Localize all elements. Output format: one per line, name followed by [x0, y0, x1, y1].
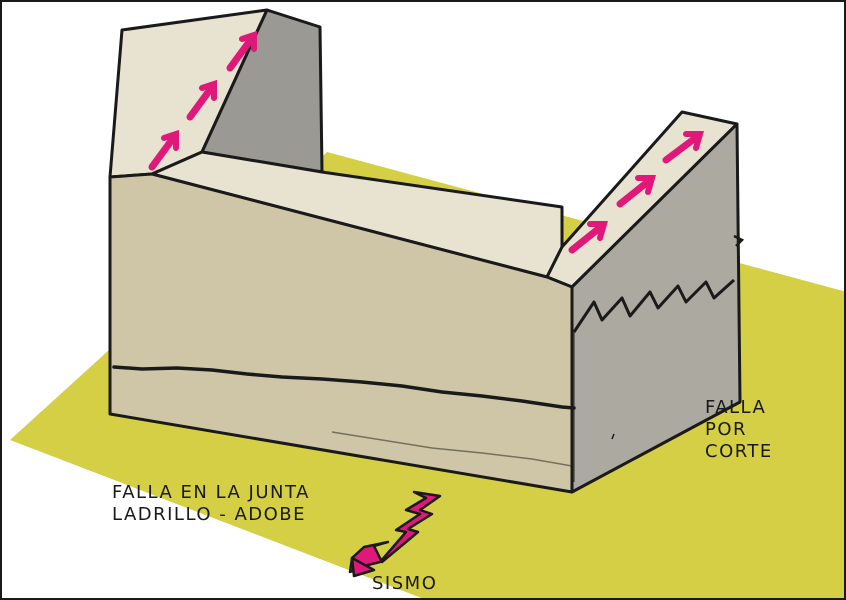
joint-crack-front — [112, 365, 576, 410]
direction-arrow-icon — [226, 30, 257, 72]
shear-crack — [572, 278, 736, 333]
seismic-label: SISMO — [372, 573, 438, 594]
side-hairline — [611, 433, 615, 440]
direction-arrow-icon — [148, 129, 179, 171]
shear-failure-line-1: FALLA — [705, 397, 767, 418]
joint-failure-label: FALLA EN LA JUNTA LADRILLO - ADOBE — [112, 482, 310, 526]
joint-failure-line-2: LADRILLO - ADOBE — [112, 504, 307, 525]
direction-arrow-icon — [616, 175, 656, 208]
shear-failure-label: FALLA POR CORTE — [705, 397, 773, 463]
joint-crack-front-lower — [331, 431, 573, 467]
direction-arrow-icon — [568, 221, 608, 254]
joint-failure-line-1: FALLA EN LA JUNTA — [112, 482, 310, 503]
direction-arrow-icon — [186, 79, 217, 121]
seismic-arrow-icon — [348, 490, 442, 578]
shear-failure-line-3: CORTE — [705, 441, 773, 462]
edge-notch — [733, 234, 745, 247]
front-face — [108, 172, 574, 494]
shear-failure-line-2: POR — [705, 419, 748, 440]
direction-arrow-icon — [662, 131, 704, 164]
